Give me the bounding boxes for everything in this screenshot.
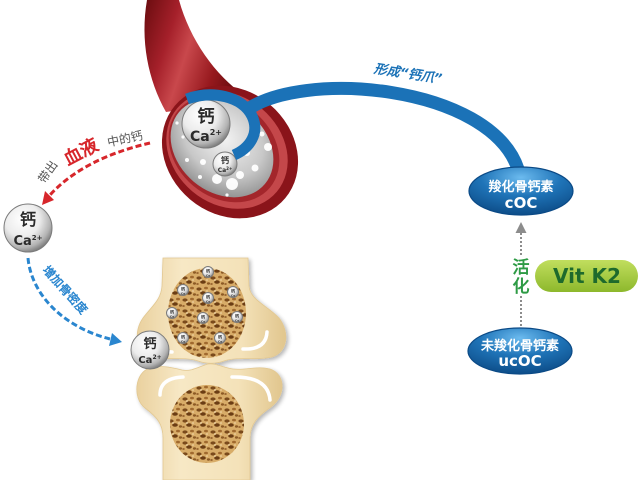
calcium-claw-hook [185, 89, 261, 161]
deposit-arrow: 增加骨密度 [26, 257, 122, 346]
activation-arrow: 活 化 [513, 222, 530, 328]
release-label-prefix: 带出 [35, 158, 60, 186]
cartilage-highlight [230, 375, 272, 402]
calcium-symbol: Ca2+ [218, 166, 233, 174]
bubble [212, 174, 222, 184]
svg-text:钙: 钙 [231, 288, 235, 294]
activation-arrowhead-icon [515, 222, 527, 233]
bubble [200, 159, 206, 165]
svg-text:Ca: Ca [201, 319, 205, 323]
claw-arc-label: 形成“钙爪” [372, 61, 443, 88]
lower-trabecular-bone [170, 385, 244, 463]
calcium-symbol: Ca2+ [13, 234, 42, 249]
bubble [225, 193, 229, 197]
bubble [251, 164, 259, 172]
svg-text:Ca: Ca [235, 318, 239, 322]
cartilage-highlight [241, 330, 269, 351]
release-arrow-line [48, 141, 151, 197]
bubble [185, 158, 189, 162]
blood-vessel-illustration: 钙 Ca2+ 钙 Ca2+ [144, 0, 299, 219]
calcium-bead: 钙Ca [177, 284, 189, 296]
svg-text:Ca: Ca [206, 273, 210, 277]
calcium-ball-icon [130, 330, 170, 370]
calcium-hanzi: 钙 [198, 106, 215, 127]
coc-name: 羧化骨钙素 [488, 179, 553, 195]
svg-text:钙: 钙 [181, 334, 185, 340]
ucoc-ellipse [467, 327, 573, 375]
calcium-bead: 钙Ca [197, 312, 209, 324]
svg-text:Ca: Ca [231, 293, 235, 297]
release-arrowhead-icon [42, 191, 54, 205]
bubble [181, 135, 185, 139]
deposited-calcium-beads: 钙Ca 钙Ca 钙Ca 钙Ca 钙Ca 钙Ca 钙Ca 钙Ca 钙Ca [166, 266, 243, 344]
bubble [175, 121, 179, 125]
vitk2-label: Vit K2 [553, 264, 621, 288]
svg-text:Ca: Ca [181, 291, 185, 295]
cartilage-highlight [158, 375, 185, 397]
coc-ellipse [468, 166, 574, 216]
svg-text:钙: 钙 [235, 313, 239, 319]
bubble [259, 131, 265, 137]
calcium-bead: 钙Ca [214, 332, 226, 344]
bone-details: 钙Ca 钙Ca 钙Ca 钙Ca 钙Ca 钙Ca 钙Ca 钙Ca 钙Ca [148, 266, 272, 463]
activation-label-char-2: 化 [513, 276, 530, 297]
bone-calcium-ion: 钙 Ca2+ [130, 330, 170, 370]
vitamin-k2-badge: Vit K2 [535, 260, 638, 292]
svg-text:钙: 钙 [181, 286, 185, 292]
calcium-bead: 钙Ca [202, 292, 214, 304]
bubble [226, 178, 238, 190]
bubble [264, 143, 272, 151]
calcium-hanzi: 钙 [143, 336, 156, 352]
ucoc-name: 未羧化骨钙素 [480, 338, 559, 354]
svg-text:Ca: Ca [206, 299, 210, 303]
vessel-wall [144, 0, 250, 112]
calcium-bead: 钙Ca [177, 332, 189, 344]
deposit-arrowhead-icon [109, 333, 122, 346]
calcium-bead: 钙Ca [231, 311, 243, 323]
calcium-hanzi: 钙 [221, 155, 229, 165]
calcium-bead: 钙Ca [227, 286, 239, 298]
svg-text:钙: 钙 [206, 268, 210, 274]
calcium-hanzi: 钙 [20, 210, 36, 229]
svg-text:Ca: Ca [218, 339, 222, 343]
vessel-calcium-large: 钙 Ca2+ [181, 99, 231, 149]
release-label-suffix: 中的钙 [106, 127, 144, 149]
calcium-symbol: Ca2+ [190, 128, 222, 145]
calcium-bead: 钙Ca [166, 307, 178, 319]
svg-text:钙: 钙 [206, 294, 210, 300]
ucoc-abbr: ucOC [498, 352, 541, 370]
svg-text:钙: 钙 [201, 314, 205, 320]
uncarboxylated-osteocalcin-node: 未羧化骨钙素 ucOC [467, 327, 573, 375]
svg-text:Ca: Ca [181, 339, 185, 343]
svg-text:钙: 钙 [170, 309, 174, 315]
release-arrow: 带出 血液 中的钙 [35, 127, 151, 205]
bubble [198, 175, 202, 179]
bubble [236, 171, 244, 179]
free-calcium-ion: 钙 Ca2+ [3, 203, 53, 253]
deposit-label: 增加骨密度 [40, 262, 92, 317]
coc-abbr: cOC [505, 194, 538, 212]
svg-text:钙: 钙 [218, 334, 222, 340]
calcium-ball-icon [3, 203, 53, 253]
carboxylated-osteocalcin-node: 羧化骨钙素 cOC [468, 166, 574, 216]
vitk2-pill [535, 260, 638, 292]
activation-label-char-1: 活 [513, 257, 530, 278]
deposit-arrow-line [26, 257, 111, 341]
calcium-symbol: Ca2+ [138, 354, 161, 366]
calcium-ball-icon [212, 151, 238, 177]
release-label-emphasis: 血液 [60, 133, 103, 170]
calcium-claw-arc [239, 82, 525, 172]
svg-text:Ca: Ca [170, 314, 174, 318]
calcium-bead: 钙Ca [202, 266, 214, 278]
vessel-calcium-small: 钙 Ca2+ [212, 151, 238, 177]
